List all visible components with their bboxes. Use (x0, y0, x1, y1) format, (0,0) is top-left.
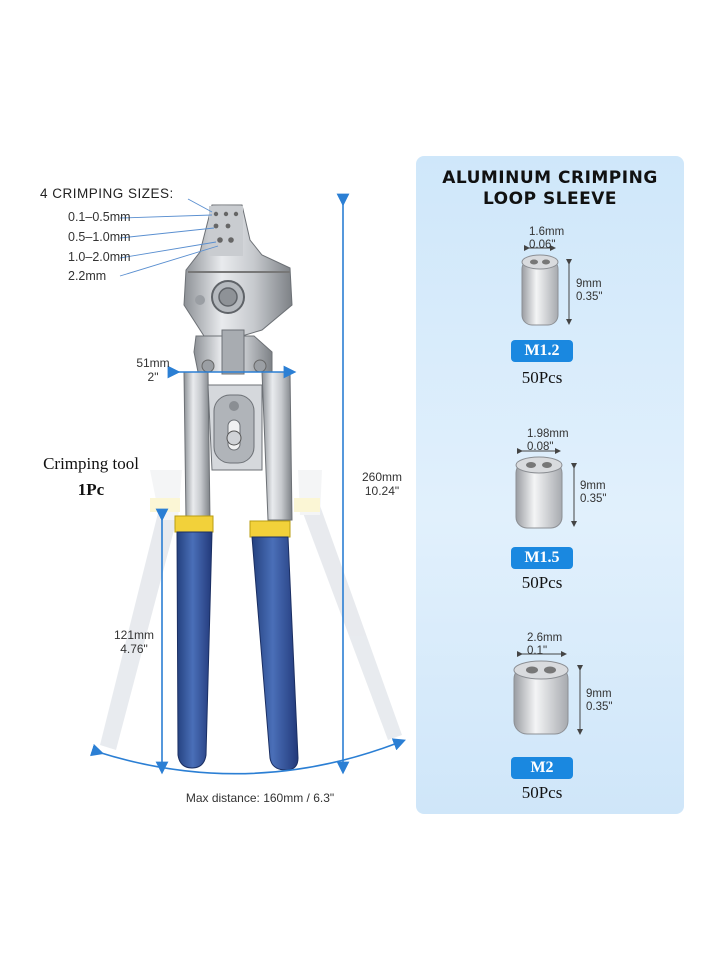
handle-collar-right (249, 520, 291, 538)
handle-grip-right (251, 536, 299, 771)
sleeve-3-length-in: 0.35" (586, 701, 613, 713)
crimping-tool-illustration (89, 193, 406, 775)
sleeve-3-length: 9mm 0.35" (586, 688, 612, 714)
ghost-open-handles (100, 470, 402, 750)
sleeve-1-length-mm: 9mm (576, 278, 602, 290)
sleeve-2-width-mm: 1.98mm (527, 428, 569, 440)
sleeve-3-qty: 50Pcs (521, 783, 563, 802)
sleeve-2-width: 1.98mm 0.08" (527, 428, 569, 454)
jaw-width-label: 51mm 2" (128, 356, 178, 384)
tool-name: Crimping tool (43, 454, 139, 473)
tool-body (183, 329, 293, 521)
sleeve-m1-5-image (515, 448, 577, 529)
sleeve-2-width-in: 0.08" (527, 441, 554, 453)
handle-length-in: 4.76" (120, 642, 148, 656)
crimp-size-4: 2.2mm (68, 269, 107, 283)
sleeve-1-width-mm: 1.6mm (529, 226, 565, 238)
sleeve-1-length-in: 0.35" (576, 291, 603, 303)
sleeve-1-length: 9mm 0.35" (576, 278, 602, 304)
max-distance-label: Max distance: 160mm / 6.3" (185, 791, 335, 805)
tool-jaw (183, 204, 293, 337)
sleeve-1-size-badge: M1.2 (511, 340, 573, 362)
tool-qty: 1Pc (77, 480, 105, 499)
handle-grip-left (176, 531, 213, 769)
crimping-sizes-title: 4 CRIMPING SIZES: (40, 186, 174, 201)
sleeve-illustrations (513, 245, 583, 735)
total-length-in: 10.24" (364, 484, 400, 498)
sleeve-2-length-in: 0.35" (580, 493, 607, 505)
jaw-width-mm: 51mm (136, 356, 170, 370)
sleeve-m1-2-image (521, 245, 572, 326)
sleeve-3-width-in: 0.1" (527, 645, 548, 657)
handle-length-label: 121mm 4.76" (106, 628, 162, 656)
handle-collar-left (174, 515, 214, 533)
handle-length-mm: 121mm (113, 628, 154, 642)
dimension-guides (89, 193, 406, 775)
sleeve-3-width-mm: 2.6mm (527, 632, 563, 644)
sleeve-panel-title: ALUMINUM CRIMPING LOOP SLEEVE (416, 168, 684, 210)
sleeve-3-width: 2.6mm 0.1" (527, 632, 562, 658)
crimp-size-leaders (119, 198, 219, 277)
crimp-size-1: 0.1–0.5mm (68, 210, 131, 224)
sleeve-2-length: 9mm 0.35" (580, 480, 606, 506)
total-length-mm: 260mm (361, 470, 402, 484)
sleeve-2-size-badge: M1.5 (511, 547, 573, 569)
sleeve-1-width-in: 0.06" (529, 239, 556, 251)
sleeve-1-width: 1.6mm 0.06" (529, 226, 564, 252)
crimp-size-3: 1.0–2.0mm (68, 250, 131, 264)
sleeve-2-length-mm: 9mm (580, 480, 606, 492)
total-length-label: 260mm 10.24" (350, 470, 414, 498)
sleeve-3-length-mm: 9mm (586, 688, 612, 700)
sleeve-2-qty: 50Pcs (521, 573, 563, 592)
sleeve-m2-image (513, 651, 583, 735)
sleeve-panel-title-line2: LOOP SLEEVE (482, 189, 618, 209)
sleeve-panel-title-line1: ALUMINUM CRIMPING (442, 168, 658, 188)
sleeve-3-size-badge: M2 (511, 757, 573, 779)
jaw-width-in: 2" (147, 370, 159, 384)
crimp-size-2: 0.5–1.0mm (68, 230, 131, 244)
sleeve-1-qty: 50Pcs (521, 368, 563, 387)
